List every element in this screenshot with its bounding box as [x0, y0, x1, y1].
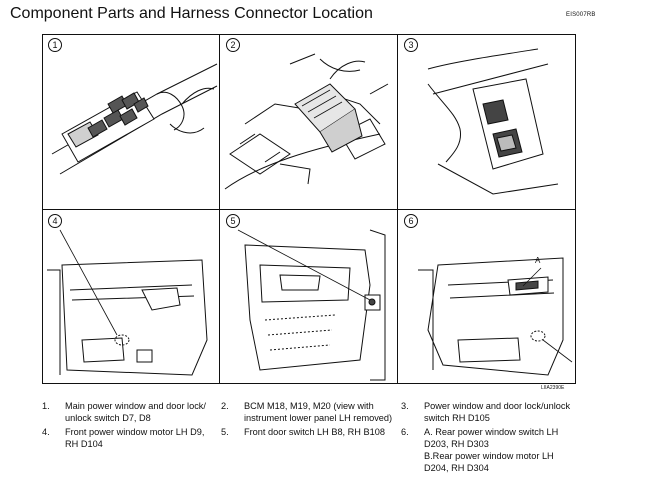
door-pillar-drawing — [364, 229, 386, 381]
panel-4: 4 — [47, 214, 208, 376]
legend-text-line: instrument lower panel LH removed) — [244, 413, 393, 423]
legend-text-line: Front door switch LH B8, RH B108 — [244, 427, 385, 437]
leader-line-1 — [59, 229, 118, 336]
panel-2: 2 — [224, 38, 389, 190]
component-location-figure: 1 2 — [42, 34, 582, 384]
legend-text-line: Front power window motor LH D9, — [65, 427, 205, 437]
panel-5: 5 — [226, 214, 386, 381]
panel-3-number: 3 — [408, 40, 413, 50]
legend-text-line: unlock switch D7, D8 — [65, 413, 151, 423]
legend-text-line: BCM M18, M19, M20 (view with — [244, 401, 374, 411]
legend-text-line: switch RH D105 — [424, 413, 490, 423]
callout-a-label: A — [535, 256, 541, 265]
rear-door-trim-drawing — [418, 257, 564, 376]
main-power-window-switch-drawing — [61, 91, 155, 163]
legend-text-line: Main power window and door lock/ — [65, 401, 206, 411]
panel-5-number: 5 — [230, 216, 235, 226]
legend-text-line: A. Rear power window switch LH — [424, 427, 559, 437]
callout-a-leader — [522, 267, 542, 287]
panel-1-number-badge — [48, 38, 62, 52]
bcm-unit-drawing — [294, 60, 366, 153]
window-motor-hidden-location — [114, 334, 130, 346]
panel-3: 3 — [404, 38, 559, 195]
leader-line-2 — [237, 229, 371, 301]
legend-text-line: B.Rear power window motor LH — [424, 451, 554, 461]
legend-number: 5. — [221, 427, 229, 437]
legend-number: 1. — [42, 401, 50, 411]
legend-number: 2. — [221, 401, 229, 411]
instrument-panel-underside-drawing — [224, 53, 389, 190]
page-title: Component Parts and Harness Connector Lo… — [10, 5, 373, 22]
panel-2-number: 2 — [230, 40, 235, 50]
panel-2-number-badge — [226, 38, 240, 52]
passenger-door-trim-drawing — [427, 48, 559, 195]
legend-number: 6. — [401, 427, 409, 437]
panel-6: 6 A B — [404, 214, 582, 376]
panel-1: 1 — [48, 38, 218, 175]
legend-text-line: RH D104 — [65, 439, 103, 449]
rear-window-motor-hidden-location — [530, 330, 546, 342]
panel-5-number-badge — [226, 214, 240, 228]
panel-4-number-badge — [48, 214, 62, 228]
panel-1-number: 1 — [52, 40, 57, 50]
open-door-drawing — [244, 244, 371, 371]
legend-number: 4. — [42, 427, 50, 437]
callout-b-leader — [542, 339, 573, 363]
legend-number: 3. — [401, 401, 409, 411]
panel-4-number: 4 — [52, 216, 57, 226]
panel-6-number: 6 — [408, 216, 413, 226]
driver-door-armrest-drawing — [51, 63, 218, 175]
figure-ref-code: LIIA2390E — [541, 385, 565, 391]
panel-6-number-badge — [404, 214, 418, 228]
legend-text-line: D204, RH D304 — [424, 463, 489, 473]
panel-3-number-badge — [404, 38, 418, 52]
legend-text-line: D203, RH D303 — [424, 439, 489, 449]
passenger-window-switch-drawing — [472, 78, 544, 170]
section-ref-code: EIS007RB — [566, 12, 596, 18]
front-door-trim-drawing — [47, 259, 208, 376]
legend-text-line: Power window and door lock/unlock — [424, 401, 571, 411]
